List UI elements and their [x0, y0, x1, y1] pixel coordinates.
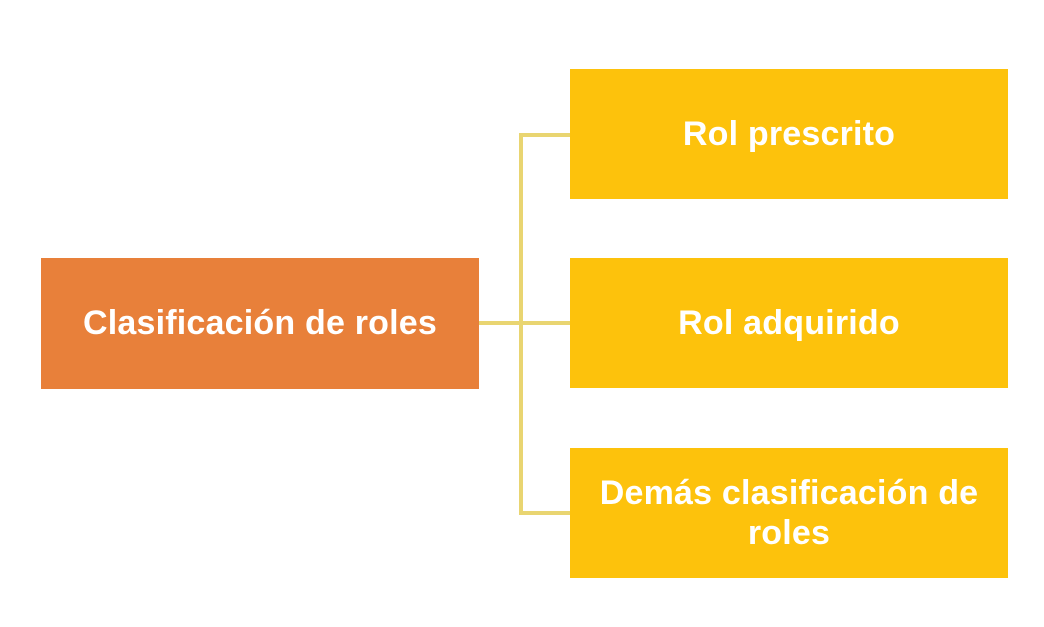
- node-child-1-label: Rol prescrito: [682, 114, 896, 153]
- node-child-rol-prescrito[interactable]: Rol prescrito: [570, 69, 1008, 199]
- node-child-2-label: Rol adquirido: [678, 303, 900, 342]
- node-child-demas-clasificacion-de-roles[interactable]: Demás clasificación de roles: [570, 448, 1008, 578]
- node-root-label: Clasificación de roles: [83, 304, 437, 343]
- connector-leg-child-3: [519, 511, 572, 515]
- node-child-rol-adquirido[interactable]: Rol adquirido: [570, 258, 1008, 388]
- node-child-3-label: Demás clasificación de roles: [599, 473, 979, 552]
- connector-leg-child-1: [519, 133, 572, 137]
- connector-leg-child-2: [519, 321, 572, 325]
- connector-root-stub: [479, 321, 523, 325]
- node-root-clasificacion-de-roles[interactable]: Clasificación de roles: [41, 258, 479, 389]
